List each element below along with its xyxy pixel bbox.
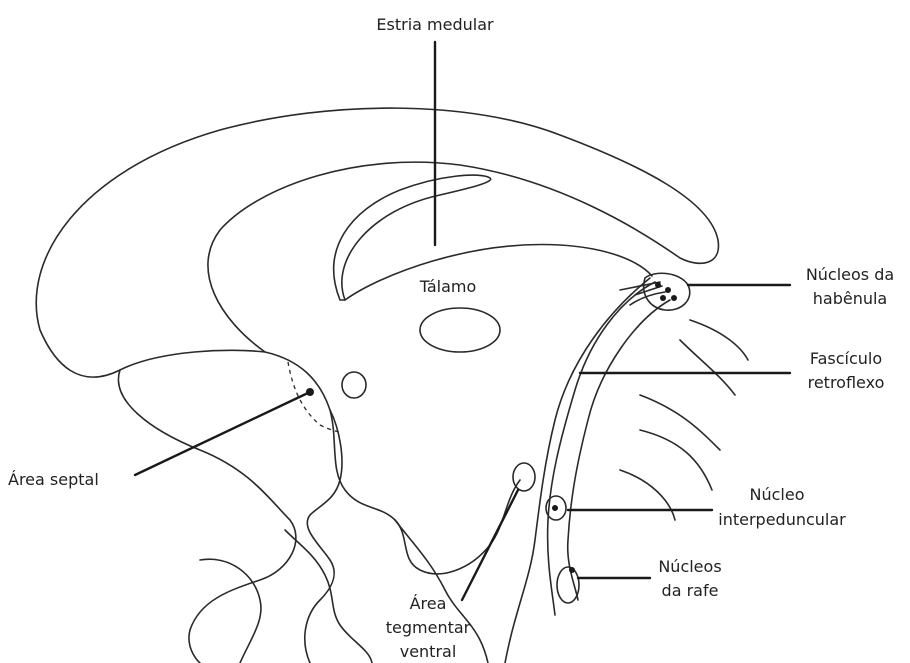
optic-chiasm-contour bbox=[200, 559, 261, 663]
fasciculus-retroflexus-right bbox=[568, 300, 670, 600]
hypothalamus-contour-b bbox=[285, 530, 372, 663]
raphe-dot bbox=[569, 567, 575, 573]
thalamus-lower-contour bbox=[265, 352, 520, 574]
brainstem-contour-2 bbox=[690, 320, 748, 360]
thalamus-upper-contour bbox=[345, 245, 652, 300]
interthalamic-adhesion bbox=[420, 308, 500, 352]
leader-area-septal bbox=[135, 392, 310, 475]
brainstem-contour-4 bbox=[640, 395, 720, 450]
brainstem-contour-1 bbox=[505, 278, 650, 663]
label-estria-medular: Estria medular bbox=[376, 15, 494, 34]
brainstem-contour-5 bbox=[640, 430, 712, 490]
interpeduncular-dot bbox=[552, 505, 558, 511]
label-fasciculo-line2: retroflexo bbox=[808, 373, 885, 392]
label-fasciculo-line1: Fascículo bbox=[810, 349, 882, 368]
hypothalamus-contour-a bbox=[305, 410, 342, 663]
brainstem-contour-6 bbox=[620, 470, 675, 520]
label-nucleos-habenula-line2: habênula bbox=[813, 289, 887, 308]
label-nucleo-interpeduncular-line1: Núcleo bbox=[750, 485, 805, 504]
raphe-nuclei bbox=[557, 567, 579, 603]
label-nucleo-interpeduncular-line2: interpeduncular bbox=[718, 510, 846, 529]
ventral-tegmental-area-nucleus bbox=[513, 463, 535, 491]
fasciculus-retroflexus-left bbox=[548, 282, 655, 615]
label-talamo: Tálamo bbox=[419, 277, 477, 296]
corpus-callosum-outer bbox=[36, 108, 718, 377]
habenula-dot-4 bbox=[671, 295, 677, 301]
label-area-tegmentar-line2: tegmentar bbox=[386, 618, 471, 637]
label-area-septal: Área septal bbox=[8, 470, 99, 489]
ventral-forebrain-contour bbox=[118, 370, 295, 663]
habenula-dot-2 bbox=[665, 287, 671, 293]
label-area-tegmentar-line1: Área bbox=[410, 594, 447, 613]
label-nucleos-rafe-line1: Núcleos bbox=[658, 557, 721, 576]
habenula-dot-1 bbox=[655, 282, 661, 288]
anterior-commissure bbox=[342, 372, 366, 398]
label-area-tegmentar-line3: ventral bbox=[400, 642, 457, 661]
brainstem-contour-3 bbox=[680, 340, 735, 395]
septal-area-boundary bbox=[288, 362, 342, 432]
label-nucleos-rafe-line2: da rafe bbox=[662, 581, 719, 600]
leader-area-tegmentar bbox=[462, 490, 518, 600]
label-nucleos-habenula-line1: Núcleos da bbox=[806, 265, 894, 284]
habenula-dot-3 bbox=[660, 295, 666, 301]
